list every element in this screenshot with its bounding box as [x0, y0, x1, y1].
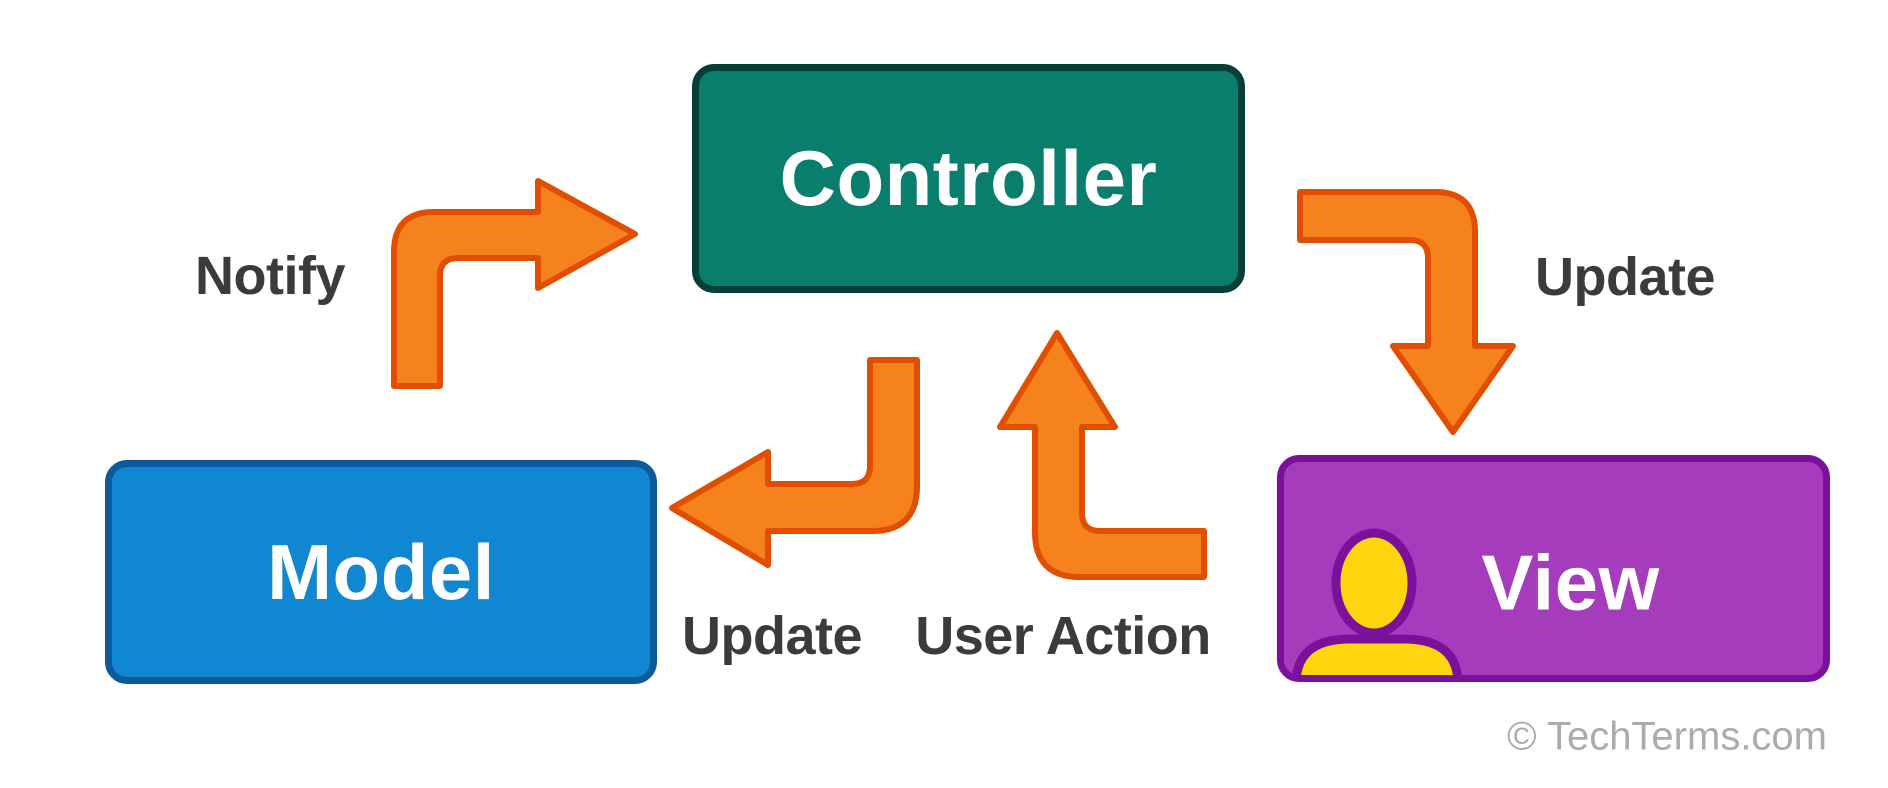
edge-label-update-view: Update: [1534, 247, 1716, 307]
edge-label-user-action: User Action: [915, 606, 1211, 666]
user-icon: [1292, 528, 1462, 675]
arrow-model-to-controller: [391, 178, 638, 389]
view-label: View: [1481, 538, 1660, 626]
model-label: Model: [267, 527, 495, 616]
controller-label: Controller: [779, 134, 1158, 222]
view-node: View: [1277, 455, 1830, 682]
edge-label-update-model: Update: [681, 606, 863, 666]
arrow-controller-to-view: [1297, 189, 1516, 435]
edge-label-notify: Notify: [195, 246, 345, 306]
controller-node: Controller: [692, 64, 1245, 293]
user-icon-shoulders: [1292, 634, 1462, 675]
arrow-view-to-controller: [997, 330, 1207, 580]
user-icon-head: [1331, 528, 1417, 638]
arrow-controller-to-model: [669, 357, 920, 568]
credit-text: © TechTerms.com: [1507, 714, 1827, 759]
model-node: Model: [105, 460, 657, 684]
